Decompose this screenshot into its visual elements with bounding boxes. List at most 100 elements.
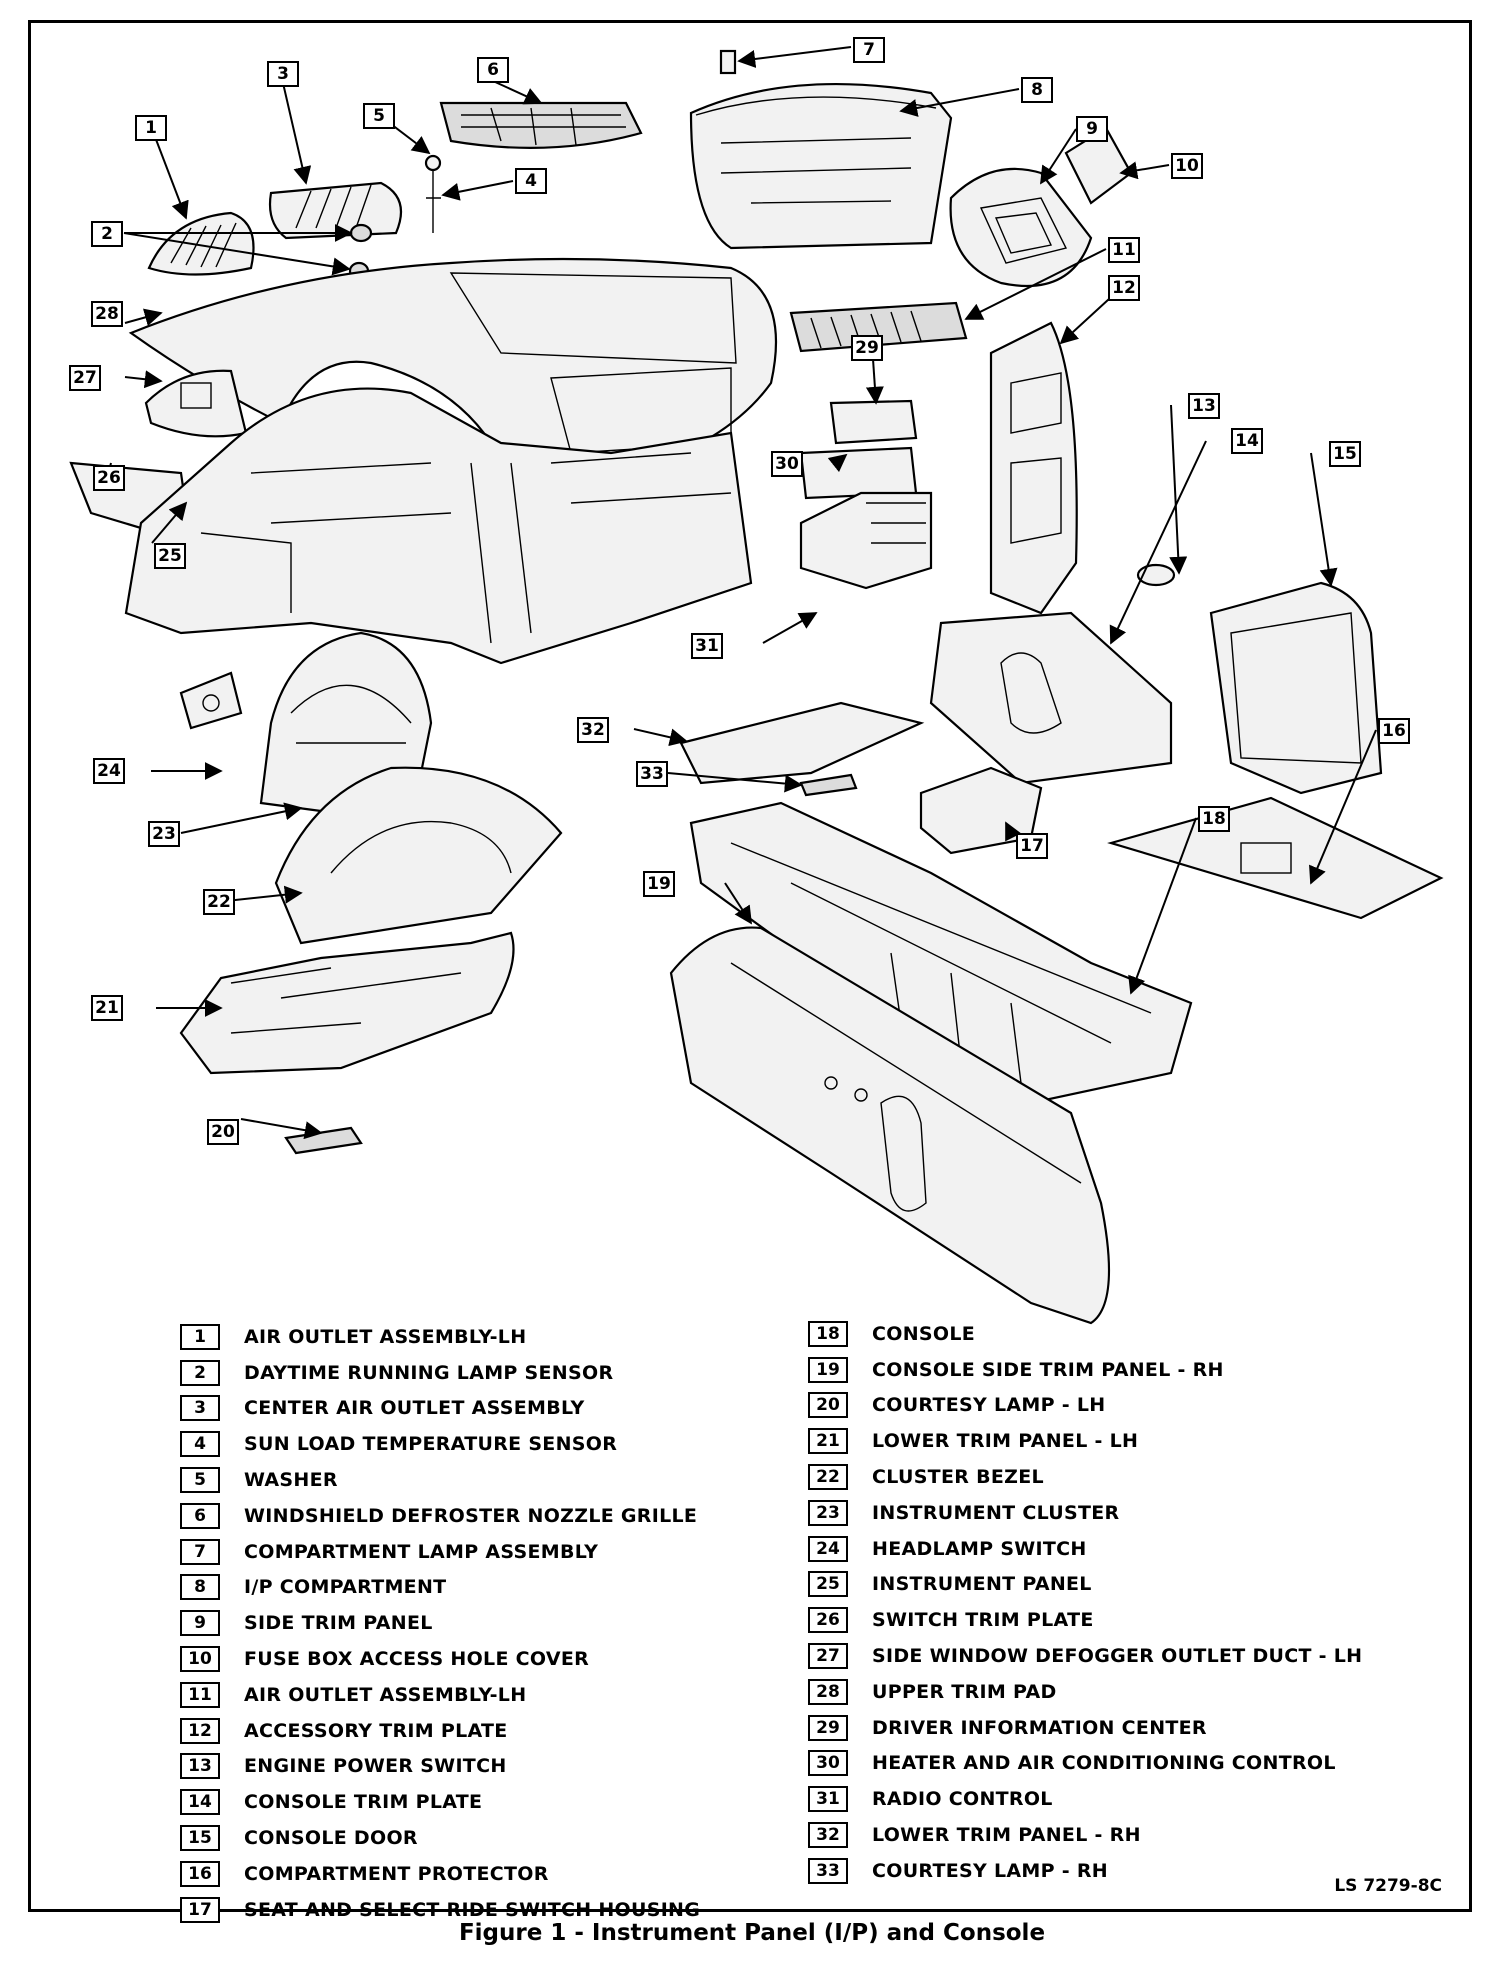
legend-number: 4 [180,1431,220,1458]
legend-number: 16 [180,1860,220,1887]
legend-label: I/P COMPARTMENT [244,1576,447,1599]
callout-32: 32 [577,717,609,743]
legend-number: 12 [180,1717,220,1744]
legend-row: 21 LOWER TRIM PANEL - LH [808,1423,1362,1459]
legend-number: 6 [180,1502,220,1529]
legend-label: INSTRUMENT PANEL [872,1573,1092,1596]
part-instrument-panel [124,387,753,665]
callout-12: 12 [1108,275,1140,301]
part-courtesy-lamp-lh [284,1126,363,1155]
legend-label: CONSOLE DOOR [244,1827,418,1850]
legend-row: 22 CLUSTER BEZEL [808,1459,1362,1495]
legend-number: 31 [808,1786,848,1813]
legend-label: LOWER TRIM PANEL - RH [872,1824,1141,1847]
legend-row: 4 SUN LOAD TEMPERATURE SENSOR [180,1426,700,1462]
part-accessory-trim-plate [989,321,1078,615]
part-radio-control [799,491,933,590]
legend-label: AIR OUTLET ASSEMBLY-LH [244,1683,527,1706]
legend-row: 17 SEAT AND SELECT RIDE SWITCH HOUSING [180,1892,700,1928]
legend-label: DRIVER INFORMATION CENTER [872,1716,1207,1739]
legend-row: 29 DRIVER INFORMATION CENTER [808,1710,1362,1746]
legend-number: 3 [180,1395,220,1422]
part-courtesy-lamp-rh [799,773,858,797]
legend-label: ENGINE POWER SWITCH [244,1755,507,1778]
drawing-code: LS 7279-8C [1334,1876,1442,1896]
legend-label: SUN LOAD TEMPERATURE SENSOR [244,1433,618,1456]
part-hvac-control [799,446,918,500]
legend-row: 16 COMPARTMENT PROTECTOR [180,1856,700,1892]
legend-number: 5 [180,1467,220,1494]
legend-label: SWITCH TRIM PLATE [872,1609,1094,1632]
legend-label: WASHER [244,1469,338,1492]
legend-label: INSTRUMENT CLUSTER [872,1501,1120,1524]
legend-number: 28 [808,1678,848,1705]
part-defroster-grille [439,101,643,149]
legend-number: 23 [808,1499,848,1526]
legend-label: COURTESY LAMP - RH [872,1859,1108,1882]
legend-number: 20 [808,1392,848,1419]
figure-caption: Figure 1 - Instrument Panel (I/P) and Co… [458,1920,1046,1946]
legend-row: 26 SWITCH TRIM PLATE [808,1602,1362,1638]
legend-number: 26 [808,1607,848,1634]
legend-label: RADIO CONTROL [872,1788,1053,1811]
legend-row: 23 INSTRUMENT CLUSTER [808,1495,1362,1531]
legend-number: 24 [808,1535,848,1562]
legend-row: 2 DAYTIME RUNNING LAMP SENSOR [180,1355,700,1391]
legend-label: COMPARTMENT LAMP ASSEMBLY [244,1540,599,1563]
callout-2: 2 [91,221,123,247]
part-sun-load-sensor [426,171,441,233]
legend-number: 8 [180,1574,220,1601]
legend-label: SEAT AND SELECT RIDE SWITCH HOUSING [244,1898,701,1921]
legend-number: 22 [808,1464,848,1491]
callout-5: 5 [363,103,395,129]
legend-row: 31 RADIO CONTROL [808,1781,1362,1817]
part-headlamp-switch [179,671,243,730]
callout-11: 11 [1108,237,1140,263]
part-dic [829,399,918,445]
legend-row: 28 UPPER TRIM PAD [808,1674,1362,1710]
legend-label: COMPARTMENT PROTECTOR [244,1862,549,1885]
part-lower-trim-rh [679,701,925,785]
legend-number: 21 [808,1428,848,1455]
callout-23: 23 [148,821,180,847]
callout-1: 1 [135,115,167,141]
callout-28: 28 [91,301,123,327]
callout-7: 7 [853,37,885,63]
callout-6: 6 [477,57,509,83]
legend-number: 2 [180,1359,220,1386]
legend-row: 5 WASHER [180,1462,700,1498]
legend-number: 17 [180,1896,220,1923]
exploded-view-illustration [69,46,1444,1325]
callout-16: 16 [1378,718,1410,744]
part-side-trim-panel [949,167,1093,288]
callout-19: 19 [643,871,675,897]
legend-label: CONSOLE [872,1322,976,1345]
callout-31: 31 [691,633,723,659]
legend-number: 32 [808,1822,848,1849]
legend-number: 29 [808,1714,848,1741]
legend-label: UPPER TRIM PAD [872,1680,1057,1703]
part-washer [424,154,442,172]
legend-label: CLUSTER BEZEL [872,1466,1044,1489]
part-air-outlet-rh [789,301,968,353]
legend-label: DAYTIME RUNNING LAMP SENSOR [244,1361,614,1384]
callout-22: 22 [203,889,235,915]
legend-number: 14 [180,1789,220,1816]
legend-label: FUSE BOX ACCESS HOLE COVER [244,1648,590,1671]
legend-label: LOWER TRIM PANEL - LH [872,1430,1139,1453]
